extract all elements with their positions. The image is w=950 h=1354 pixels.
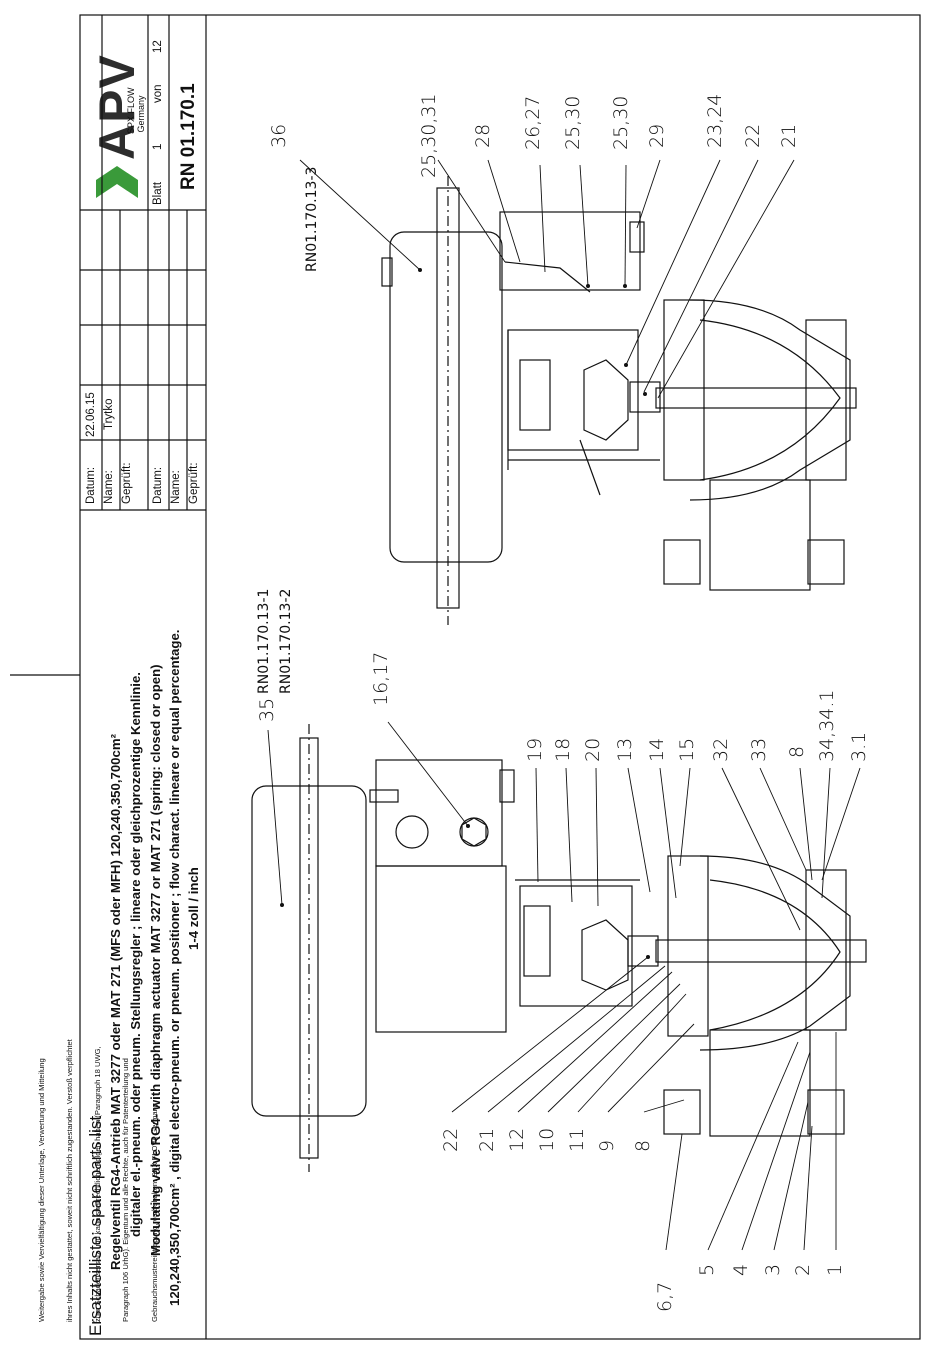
positioner-housing	[499, 211, 641, 291]
apv-logo: APV	[88, 40, 146, 200]
positioner-lower	[375, 759, 503, 867]
actuator-stem	[436, 187, 460, 609]
yoke-lower	[375, 865, 507, 1033]
bonnet-lower	[667, 855, 709, 1037]
valve-stem	[655, 387, 857, 409]
lower-leader-lines	[267, 721, 861, 1251]
valve-disc-lower	[709, 879, 841, 1031]
pipe-lower-view	[709, 1029, 811, 1137]
coupling	[583, 359, 629, 441]
valve-disc	[699, 319, 841, 481]
drawing-frame	[79, 14, 921, 1340]
logo-chevron-icon	[96, 166, 138, 198]
hex-nut	[461, 817, 487, 847]
actuator-body	[389, 231, 503, 563]
detail-marks	[280, 268, 650, 959]
upper-view-drawing	[381, 176, 857, 625]
valve-stem-lower	[655, 939, 867, 963]
coupling-lower	[581, 919, 629, 991]
upper-leader-lines	[299, 159, 795, 399]
bonnet	[663, 299, 705, 481]
nut-circle	[459, 817, 489, 847]
pipe-lower	[709, 479, 811, 591]
lower-view-drawing	[251, 724, 867, 1172]
yoke	[507, 329, 639, 451]
gauge-circle	[395, 815, 429, 849]
